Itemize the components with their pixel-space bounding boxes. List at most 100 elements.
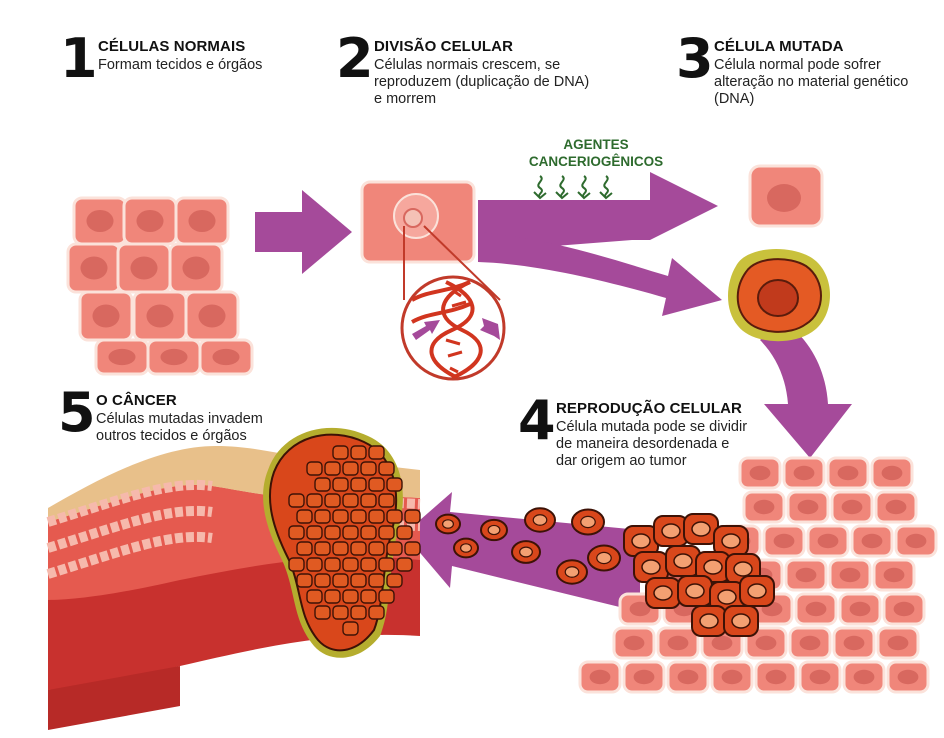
migrating-cell bbox=[436, 515, 460, 534]
tumor-cell bbox=[307, 590, 322, 603]
tissue-cell bbox=[888, 662, 928, 692]
tissue-cell bbox=[874, 560, 914, 590]
tumor-cell bbox=[297, 542, 312, 555]
normal-tissue-cells bbox=[68, 198, 252, 374]
migrating-cell bbox=[525, 508, 555, 531]
tumor-cell bbox=[333, 574, 348, 587]
tissue-cell bbox=[788, 492, 828, 522]
step-1-description: Formam tecidos e órgãos bbox=[98, 57, 262, 74]
tumor-cell bbox=[325, 526, 340, 539]
tissue-cell bbox=[614, 628, 654, 658]
step-3-number: 3 bbox=[676, 32, 714, 86]
tissue-cell bbox=[884, 594, 924, 624]
normal-cell bbox=[148, 340, 200, 374]
arrow-2-to-3-lower bbox=[478, 232, 722, 316]
tumor-cell bbox=[692, 606, 726, 636]
tumor-cell bbox=[740, 576, 774, 606]
tumor-cell bbox=[289, 558, 304, 571]
tissue-cell bbox=[796, 594, 836, 624]
tissue-cell bbox=[784, 458, 824, 488]
tissue-cell bbox=[790, 628, 830, 658]
tumor-cell bbox=[369, 606, 384, 619]
tissue-cell bbox=[624, 662, 664, 692]
tissue-cell bbox=[876, 492, 916, 522]
tumor-cell bbox=[333, 606, 348, 619]
step-2-title: DIVISÃO CELULAR bbox=[374, 38, 513, 55]
tumor-cell bbox=[369, 510, 384, 523]
tumor-cell bbox=[351, 542, 366, 555]
tumor-cell bbox=[297, 574, 312, 587]
tissue-cell bbox=[878, 628, 918, 658]
step-5-number: 5 bbox=[58, 386, 96, 440]
tumor-cell bbox=[297, 510, 312, 523]
normal-cell bbox=[74, 198, 126, 244]
tissue-cell bbox=[834, 628, 874, 658]
normal-cell bbox=[118, 244, 170, 292]
tumor-cell bbox=[333, 446, 348, 459]
tumor-cell bbox=[387, 478, 402, 491]
tumor-cell bbox=[315, 542, 330, 555]
tumor-cell bbox=[289, 494, 304, 507]
tumor-cell bbox=[724, 606, 758, 636]
dna-replication-lens bbox=[402, 277, 504, 379]
tumor-cell bbox=[343, 590, 358, 603]
tumor-cell bbox=[387, 542, 402, 555]
tumor-cell bbox=[361, 526, 376, 539]
tissue-cell bbox=[896, 526, 936, 556]
tumor-cell bbox=[307, 462, 322, 475]
tumor-cell bbox=[315, 478, 330, 491]
normal-cell bbox=[124, 198, 176, 244]
tissue-cell bbox=[872, 458, 912, 488]
tumor-cell bbox=[307, 558, 322, 571]
step-3-title: CÉLULA MUTADA bbox=[714, 38, 844, 55]
tumor-cell bbox=[405, 510, 420, 523]
step-2-description: Células normais crescem, se reproduzem (… bbox=[374, 57, 589, 108]
tissue-cell bbox=[658, 628, 698, 658]
normal-cell bbox=[176, 198, 228, 244]
tumor-cell bbox=[333, 510, 348, 523]
tumor-cell bbox=[351, 510, 366, 523]
tumor-cell bbox=[361, 590, 376, 603]
tumor-cell bbox=[325, 462, 340, 475]
step-5-description: Células mutadas invadem outros tecidos e… bbox=[96, 411, 263, 445]
tumor-cell bbox=[646, 578, 680, 608]
tumor-cell bbox=[343, 558, 358, 571]
tumor-cell bbox=[325, 558, 340, 571]
migrating-cell bbox=[572, 510, 604, 535]
tumor-cell bbox=[351, 446, 366, 459]
tumor-cell bbox=[369, 446, 384, 459]
tumor-cell bbox=[333, 542, 348, 555]
tumor-cell bbox=[387, 574, 402, 587]
tumor-cell bbox=[307, 526, 322, 539]
tumor-cell bbox=[351, 606, 366, 619]
step-4-description: Célula mutada pode se dividir de maneira… bbox=[556, 419, 747, 470]
step-1-number: 1 bbox=[60, 32, 98, 86]
tissue-cell bbox=[668, 662, 708, 692]
tissue-cell bbox=[830, 560, 870, 590]
tissue-cell bbox=[844, 662, 884, 692]
tissue-cell bbox=[840, 594, 880, 624]
tumor-cell bbox=[325, 590, 340, 603]
normal-cell bbox=[96, 340, 148, 374]
tumor-cell bbox=[369, 478, 384, 491]
tumor-cell bbox=[343, 622, 358, 635]
migrating-cell bbox=[588, 546, 620, 571]
normal-cell bbox=[170, 244, 222, 292]
carcinogenic-agents-label: AGENTES CANCERIOGÊNICOS bbox=[506, 136, 686, 170]
tissue-cell bbox=[580, 662, 620, 692]
normal-cell-small bbox=[750, 166, 822, 226]
step-5-title: O CÂNCER bbox=[96, 392, 177, 409]
tumor-cell bbox=[405, 542, 420, 555]
normal-cell bbox=[134, 292, 186, 340]
tumor-cell bbox=[361, 494, 376, 507]
tissue-cell bbox=[744, 492, 784, 522]
tumor-cell bbox=[379, 590, 394, 603]
tumor-cell bbox=[387, 510, 402, 523]
tumor-cell bbox=[379, 526, 394, 539]
tumor-cell bbox=[397, 526, 412, 539]
normal-cell bbox=[68, 244, 120, 292]
normal-cell bbox=[80, 292, 132, 340]
migrating-cell bbox=[512, 541, 540, 563]
